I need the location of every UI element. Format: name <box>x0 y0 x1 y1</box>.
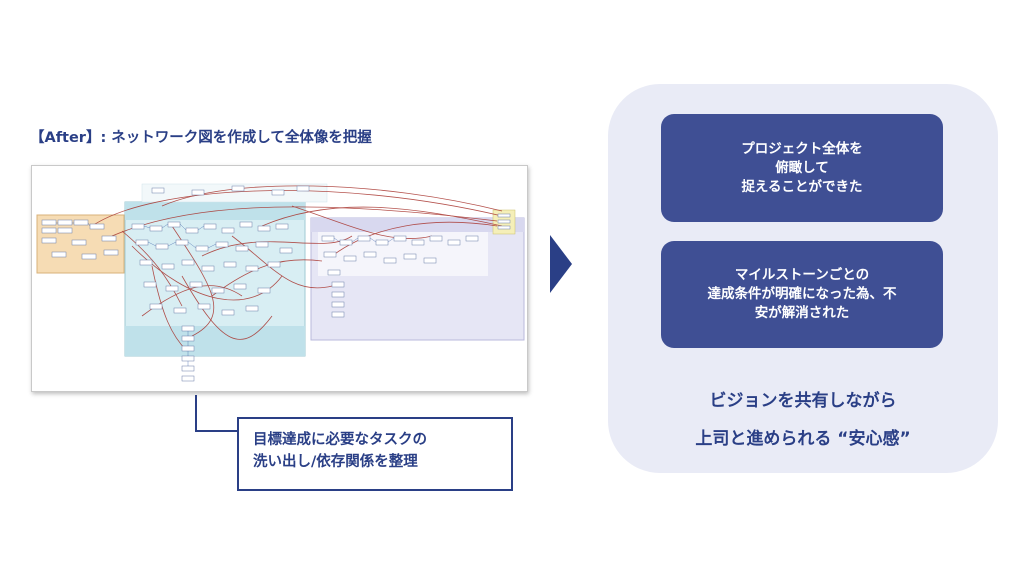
result-card-milestones: マイルストーンごとの 達成条件が明確になった為、不 安が解消された <box>661 241 943 348</box>
note-line-2: 洗い出し/依存関係を整理 <box>253 454 418 470</box>
card2-line-2: 達成条件が明確になった為、不 <box>707 286 897 302</box>
card1-line-2: 俯瞰して <box>775 159 829 176</box>
result-card-overview: プロジェクト全体を 俯瞰して 捉えることができた <box>661 114 943 222</box>
card2-line-1: マイルストーンごとの <box>734 267 870 283</box>
right-triangle-arrow-icon <box>550 235 572 293</box>
network-diagram-image <box>36 183 525 382</box>
card2-line-3: 安が解消された <box>754 305 850 321</box>
network-diagram-screenshot <box>31 165 528 392</box>
slide-heading: 【After】: ネットワーク図を作成して全体像を把握 <box>30 130 372 146</box>
tagline-line-2: 上司と進められる “安心感” <box>695 429 911 449</box>
card1-line-1: プロジェクト全体を <box>741 140 863 157</box>
note-line-1: 目標達成に必要なタスクの <box>253 432 427 448</box>
tagline-line-1: ビジョンを共有しながら <box>709 391 897 411</box>
callout-note-box: 目標達成に必要なタスクの 洗い出し/依存関係を整理 <box>237 417 513 491</box>
card1-line-3: 捉えることができた <box>741 178 863 195</box>
